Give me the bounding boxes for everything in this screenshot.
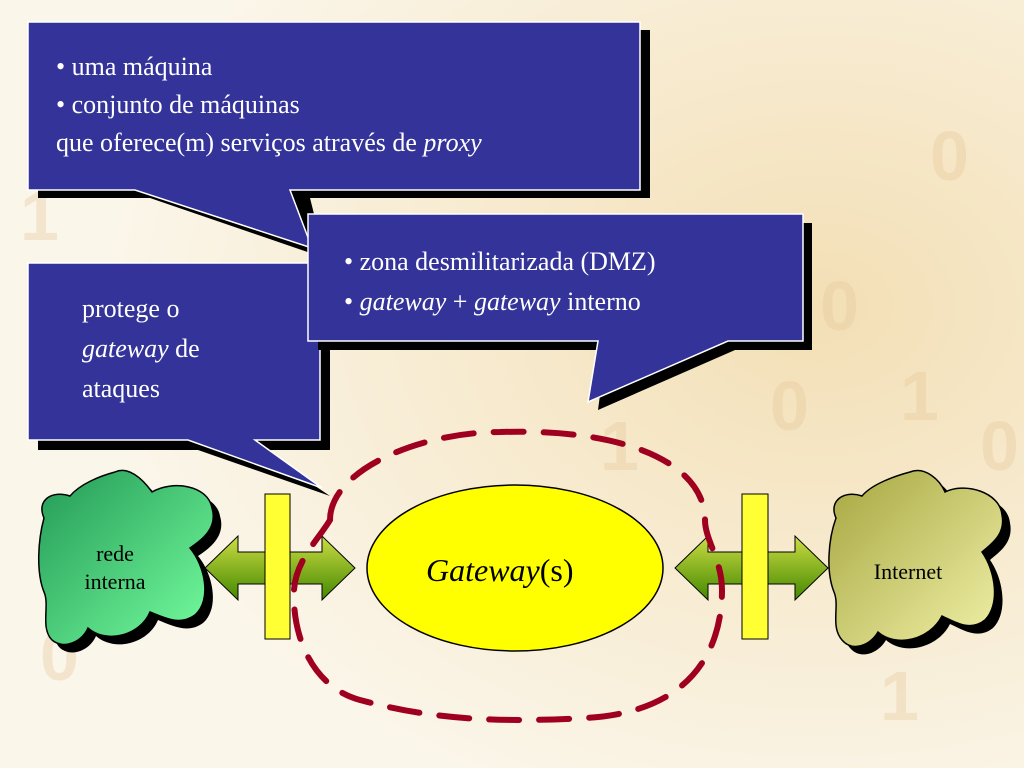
bg-digit: 1 — [900, 357, 939, 435]
callout-dmz-text: • zona desmilitarizada (DMZ) • gateway +… — [344, 242, 656, 322]
callout-proxy-line3-italic: proxy — [423, 128, 482, 157]
callout-dmz-line1: • zona desmilitarizada (DMZ) — [344, 247, 656, 276]
gateway-label: Gateway(s) — [426, 550, 574, 590]
internal-network-label-line2: interna — [84, 569, 146, 594]
internal-network-label-line1: rede — [96, 541, 134, 566]
callout-protect-line2-suffix: de — [168, 334, 200, 363]
callout-proxy — [27, 21, 650, 258]
callout-dmz-line2: • gateway + gateway interno — [344, 282, 656, 322]
callout-proxy-text: • uma máquina • conjunto de máquinas que… — [56, 48, 482, 162]
callout-protect-line1: protege o — [82, 294, 180, 323]
callout-proxy-line3-prefix: que oferece(m) serviços através de — [56, 128, 424, 157]
dmz-boundary — [290, 428, 726, 723]
gateway-ellipse — [366, 484, 664, 652]
callout-dmz — [307, 213, 812, 410]
callout-protect-line2: gateway de — [82, 329, 200, 369]
callout-protect-line2-italic: gateway — [82, 334, 169, 363]
callout-dmz-line2-italic-b: gateway — [473, 287, 561, 316]
callout-dmz-line2-plus: + — [446, 287, 474, 316]
callout-dmz-line2-suffix: interno — [560, 287, 641, 316]
internal-network-cloud — [37, 469, 222, 653]
gateway-label-suffix: (s) — [539, 552, 574, 588]
bg-digit: 1 — [880, 657, 919, 735]
callout-proxy-line2: • conjunto de máquinas — [56, 90, 300, 119]
bg-digit: 0 — [980, 407, 1019, 485]
internet-cloud — [828, 469, 1011, 655]
callout-protect-line3: ataques — [82, 374, 160, 403]
callout-protect-text: protege o gateway de ataques — [82, 289, 200, 409]
internal-network-label: rede interna — [60, 540, 170, 596]
bg-digit: 0 — [930, 117, 969, 195]
bg-digit: 0 — [820, 267, 859, 345]
internet-label: Internet — [873, 559, 943, 584]
inner-firewall-bar — [264, 493, 291, 640]
gateway-label-italic: Gateway — [426, 552, 540, 588]
callout-protect — [27, 262, 330, 496]
bg-digit: 0 — [770, 367, 809, 445]
callout-proxy-line1: • uma máquina — [56, 52, 213, 81]
outer-firewall-bar — [741, 493, 769, 640]
callout-proxy-line3: que oferece(m) serviços através de proxy — [56, 124, 482, 162]
callout-dmz-line2-bullet: • — [344, 287, 360, 316]
callout-dmz-line2-italic-a: gateway — [359, 287, 447, 316]
